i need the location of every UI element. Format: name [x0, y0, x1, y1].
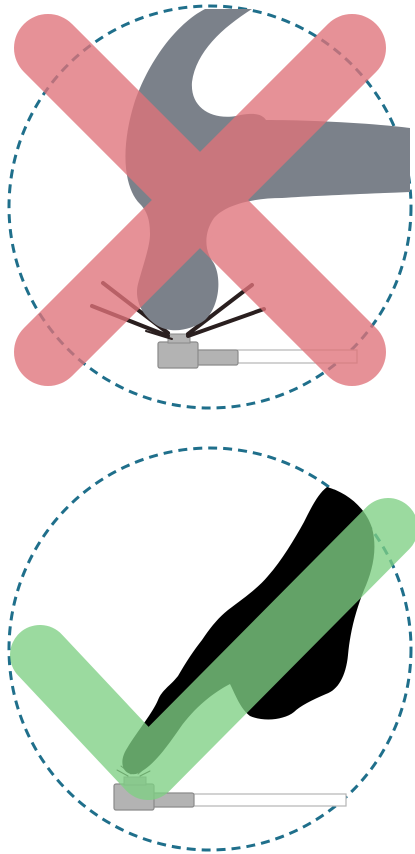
panel-circle-border — [7, 4, 413, 410]
connector-body — [157, 341, 199, 369]
checkmark-icon — [10, 498, 415, 800]
x-mark-icon — [14, 14, 386, 386]
connector-cable — [191, 793, 347, 807]
correct-method-panel — [7, 446, 415, 852]
wrong-method-panel — [7, 4, 413, 410]
panel-circle-border — [7, 446, 413, 852]
connector-sleeve — [195, 349, 239, 366]
